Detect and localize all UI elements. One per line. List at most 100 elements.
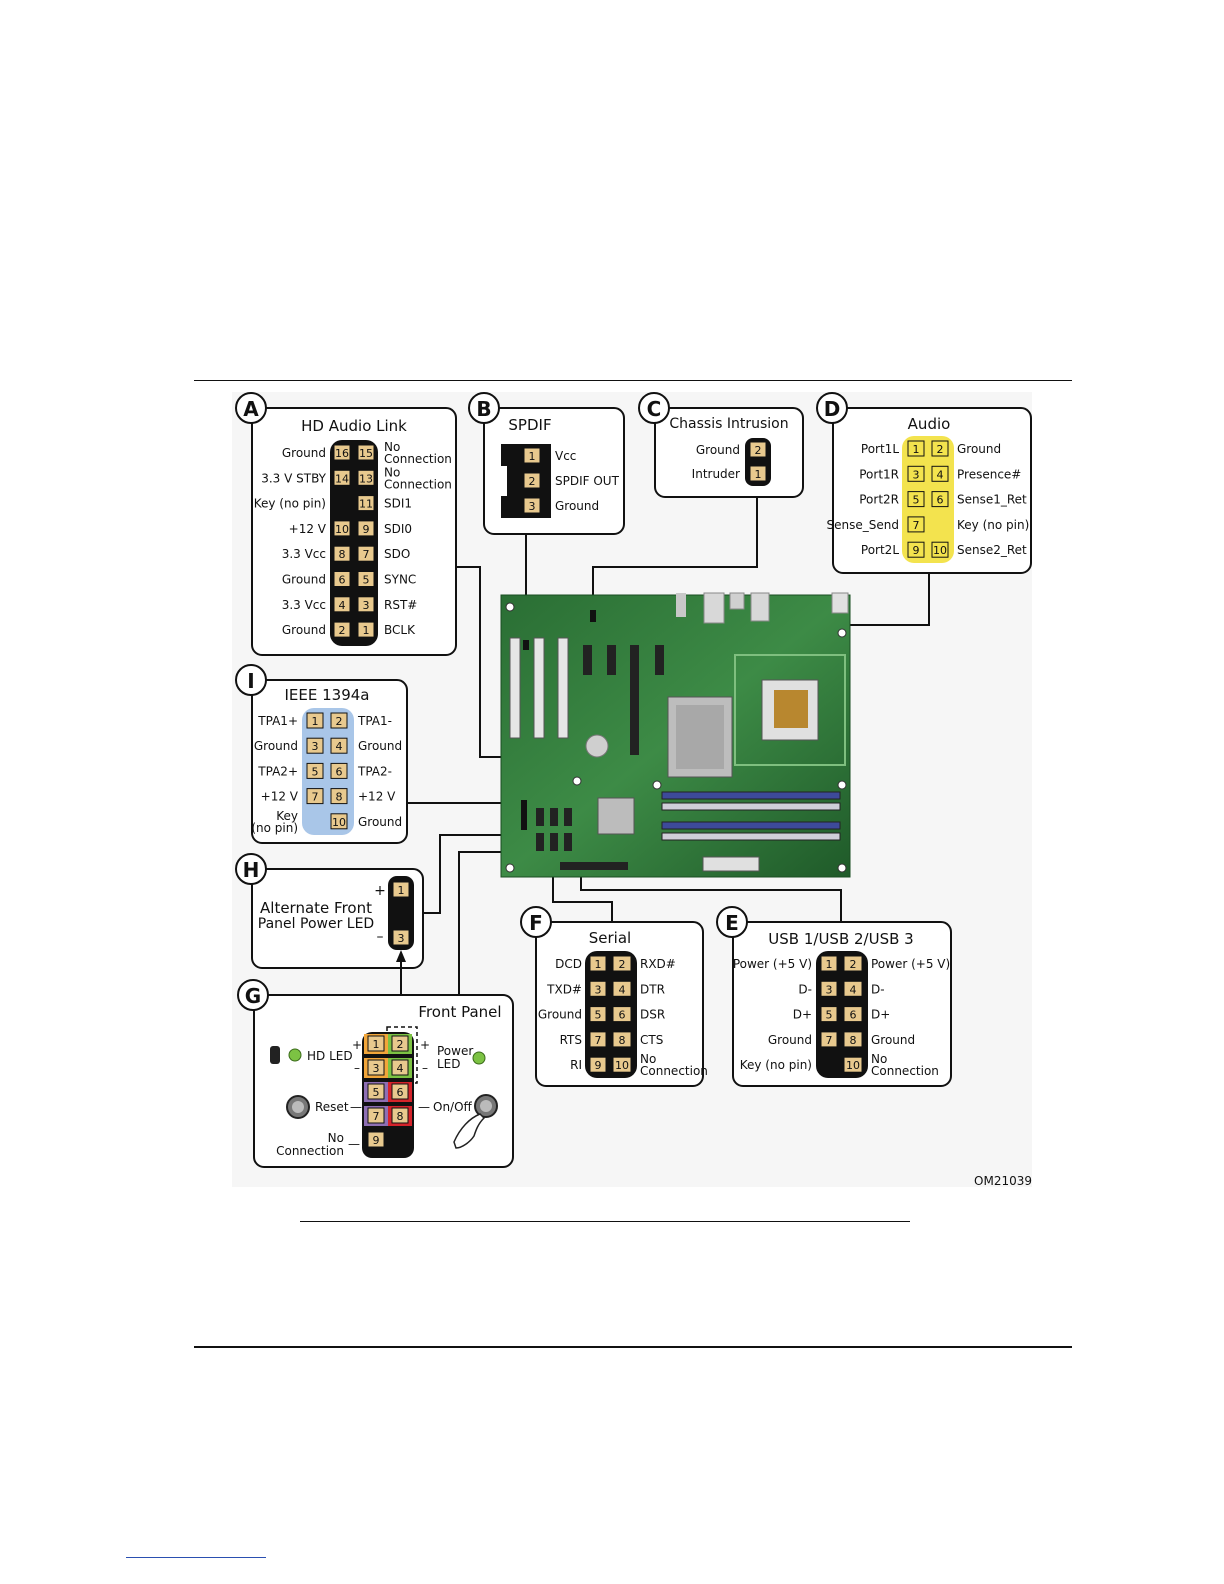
- panel-e-right-label: Power (+5 V): [871, 957, 950, 971]
- panel-a-right-label: BCLK: [384, 623, 416, 637]
- panel-h-minus: –: [377, 929, 384, 945]
- panel-a-pin: [333, 621, 351, 638]
- power-led-label-1: Power: [437, 1044, 473, 1058]
- hd-led-label: HD LED: [307, 1049, 353, 1063]
- panel-a-pin: [333, 444, 351, 461]
- panel-d-pin-number: 9: [913, 544, 920, 557]
- reset-label: Reset: [315, 1100, 349, 1114]
- panel-g-pin: [367, 1035, 385, 1052]
- panel-f-left-label: RI: [570, 1058, 582, 1072]
- panel-g-pin: [367, 1107, 385, 1124]
- panel-i-left-label: (no pin): [251, 821, 298, 835]
- panel-a-pin-number: 8: [339, 548, 346, 561]
- panel-e-pin-number: 5: [826, 1009, 833, 1022]
- panel-d-pin-number: 2: [937, 443, 944, 456]
- panel-a-left-label: Key (no pin): [254, 497, 326, 511]
- panel-i-pin-number: 6: [336, 765, 343, 778]
- panel-i-right-label: TPA1-: [357, 714, 392, 728]
- panel-a-pin-number: 13: [359, 472, 373, 485]
- panel-e-left-label: D+: [793, 1008, 812, 1022]
- panel-a-right-label: RST#: [384, 598, 417, 612]
- panel-d-left-label: Port1L: [861, 442, 899, 456]
- panel-f-right-label: DSR: [640, 1008, 665, 1022]
- panel-i-left-label: +12 V: [261, 790, 299, 804]
- panel-a-left-label: +12 V: [289, 522, 327, 536]
- panel-d-pin: [931, 541, 949, 558]
- panel-d-pin: [907, 465, 925, 482]
- hd-led-plus: +: [352, 1038, 362, 1052]
- bottom-rule: [194, 1346, 1072, 1348]
- panel-a-pin: [357, 545, 375, 562]
- panel-i-right-label: +12 V: [358, 790, 396, 804]
- panel-c-label: Intruder: [692, 467, 740, 481]
- panel-e-pin: [843, 1031, 863, 1048]
- panel-e-letter: E: [725, 911, 739, 935]
- panel-f-left-label: DCD: [555, 957, 582, 971]
- panel-d-pin-number: 5: [913, 494, 920, 507]
- no-connection-dash: —: [348, 1137, 360, 1151]
- panel-g-pin: [391, 1059, 409, 1076]
- panel-i-pin: [306, 788, 324, 805]
- panel-a-pin-number: 4: [339, 599, 346, 612]
- panel-f-pin: [589, 955, 607, 972]
- panel-g-pin-number: 2: [397, 1038, 404, 1051]
- panel-b-pin: [523, 472, 541, 489]
- panel-f-left-label: TXD#: [546, 982, 582, 996]
- panel-h-pin: [392, 929, 410, 946]
- panel-i-pin-number: 7: [312, 791, 319, 804]
- panel-i-pin-number: 4: [336, 740, 343, 753]
- panel-d-letter: D: [824, 397, 841, 421]
- motherboard: [500, 592, 851, 878]
- panel-d-pin: [931, 465, 949, 482]
- panel-f-pin-number: 8: [619, 1034, 626, 1047]
- no-connection-label-2: Connection: [276, 1144, 344, 1158]
- panel-d-left-label: Sense_Send: [827, 518, 899, 532]
- panel-i-pin: [330, 762, 348, 779]
- panel-f-pin-number: 1: [595, 958, 602, 971]
- panel-c-title: Chassis Intrusion: [669, 416, 788, 432]
- panel-d-pin: [907, 440, 925, 457]
- panel-h-pin-number: 1: [398, 884, 405, 897]
- panel-b-pin: [523, 497, 541, 514]
- panel-i-left-label: TPA1+: [257, 714, 298, 728]
- onoff-label: On/Off: [433, 1100, 473, 1114]
- panel-e-right-label: D-: [871, 982, 885, 996]
- panel-e-right-label: Ground: [871, 1033, 915, 1047]
- panel-f-pin: [589, 980, 607, 997]
- panel-d-left-label: Port1R: [859, 467, 899, 481]
- panel-g-pin-number: 8: [397, 1110, 404, 1123]
- panel-g-pin: [367, 1131, 385, 1148]
- panel-a-right-label: Connection: [384, 477, 452, 491]
- panel-a-pin: [357, 495, 375, 512]
- panel-f-left-label: RTS: [560, 1033, 582, 1047]
- panel-d-right-label: Key (no pin): [957, 518, 1029, 532]
- panel-g-pin-number: 3: [373, 1062, 380, 1075]
- panel-i-right-label: Ground: [358, 739, 402, 753]
- panel-a-left-label: Ground: [282, 446, 326, 460]
- panel-d-right-label: Presence#: [957, 467, 1021, 481]
- panel-f-right-label: DTR: [640, 982, 665, 996]
- panel-h-letter: H: [243, 858, 260, 882]
- panel-e-pin: [843, 1006, 863, 1023]
- caption-rule: [300, 1221, 910, 1222]
- panel-d-right-label: Ground: [957, 442, 1001, 456]
- panel-e-pin-number: 2: [850, 958, 857, 971]
- panel-a-pin-number: 2: [339, 624, 346, 637]
- panel-b-label: SPDIF OUT: [555, 474, 620, 488]
- panel-i-right-label: Ground: [358, 815, 402, 829]
- panel-e-right-label: Connection: [871, 1064, 939, 1078]
- panel-a-pin: [333, 545, 351, 562]
- panel-b-pin-number: 2: [529, 475, 536, 488]
- panel-g-pin-number: 6: [397, 1086, 404, 1099]
- panel-g-pin-number: 5: [373, 1086, 380, 1099]
- panel-e-pin-number: 1: [826, 958, 833, 971]
- panel-i-pin: [306, 712, 324, 729]
- finger-icon: [453, 1113, 486, 1149]
- panel-i-pin-number: 3: [312, 740, 319, 753]
- panel-d-right-label: Sense1_Ret: [957, 493, 1027, 507]
- panel-b-pin-number: 3: [529, 500, 536, 513]
- panel-a-letter: A: [243, 397, 259, 421]
- panel-c-letter: C: [647, 397, 662, 421]
- panel-i-pin: [330, 737, 348, 754]
